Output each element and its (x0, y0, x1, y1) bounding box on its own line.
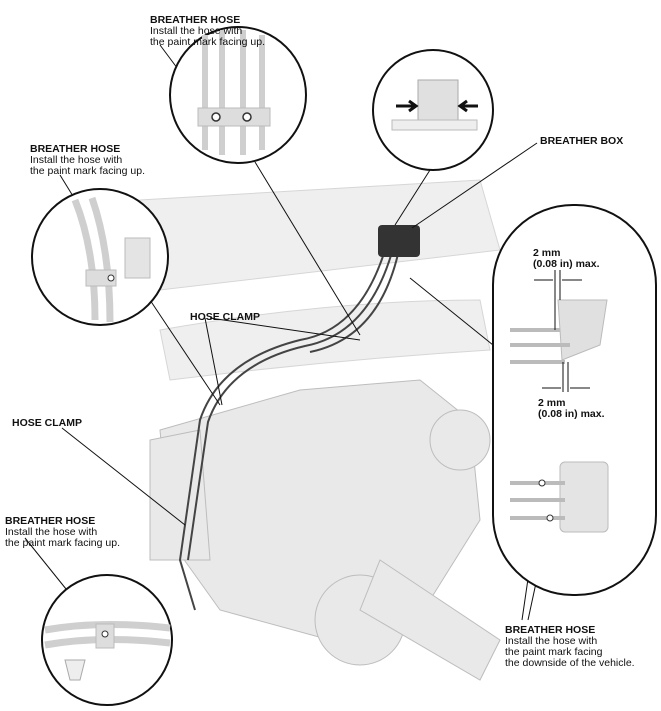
detail-right-panel (492, 204, 657, 596)
gap-spec-top: 2 mm (0.08 in) max. (533, 248, 600, 270)
callout-left-breather-hose: BREATHER HOSE Install the hose with the … (30, 144, 145, 177)
callout-title: BREATHER HOSE (150, 14, 241, 26)
callout-note: the paint mark facing up. (5, 537, 120, 549)
callout-breather-box: BREATHER BOX (540, 136, 623, 147)
detail-bottom-left-hose (41, 574, 173, 706)
callout-bottom-left-breather-hose: BREATHER HOSE Install the hose with the … (5, 516, 120, 549)
gap-value: 2 mm (538, 397, 566, 409)
callout-bottom-right-breather-hose: BREATHER HOSE Install the hose with the … (505, 625, 635, 669)
breather-box (378, 225, 420, 257)
gap-value-imperial: (0.08 in) max. (538, 408, 605, 420)
callout-title: HOSE CLAMP (12, 417, 83, 429)
callout-note: Install the hose with (5, 526, 98, 538)
differential-assembly (149, 379, 501, 681)
callout-note: the paint mark facing up. (150, 36, 265, 48)
gap-spec-bottom: 2 mm (0.08 in) max. (538, 398, 605, 420)
callout-title: BREATHER BOX (540, 135, 624, 147)
callout-note: the downside of the vehicle. (505, 657, 635, 669)
callout-note: the paint mark facing up. (30, 165, 145, 177)
callout-note: Install the hose with (30, 154, 123, 166)
callout-title: HOSE CLAMP (190, 311, 261, 323)
detail-breather-box (372, 49, 494, 171)
arrow-left-icon (457, 99, 478, 113)
callout-top-breather-hose: BREATHER HOSE Install the hose with the … (150, 15, 265, 48)
arrow-right-icon (396, 99, 419, 113)
callout-title: BREATHER HOSE (5, 515, 96, 527)
gap-value: 2 mm (533, 247, 561, 259)
callout-hose-clamp-lower: HOSE CLAMP (12, 418, 82, 429)
callout-note: Install the hose with (505, 635, 598, 647)
callout-title: BREATHER HOSE (505, 624, 596, 636)
callout-title: BREATHER HOSE (30, 143, 121, 155)
callout-hose-clamp-upper: HOSE CLAMP (190, 312, 260, 323)
detail-left-hose (31, 188, 169, 326)
callout-note: the paint mark facing (505, 646, 603, 658)
gap-value-imperial: (0.08 in) max. (533, 258, 600, 270)
detail-top-hose (169, 26, 307, 164)
callout-note: Install the hose with (150, 25, 243, 37)
